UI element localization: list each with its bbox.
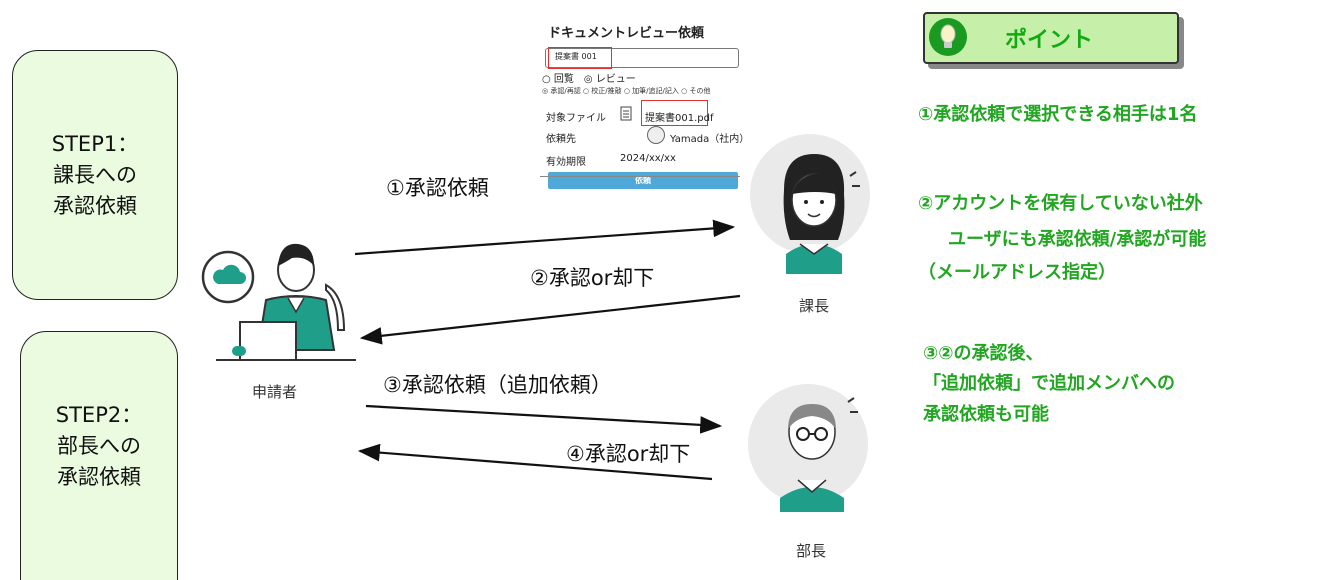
point-item-1: ①承認依頼で選択できる相手は1名 [918, 104, 1198, 125]
target-file-highlight [641, 100, 708, 126]
requestee-avatar [647, 126, 665, 144]
requestee-label: 依頼先 [546, 134, 576, 145]
arrow-request-1 [354, 219, 736, 256]
arrow-label-4: ④承認or却下 [566, 442, 691, 466]
request-type-options[interactable]: ○ 回覧 ◎ レビュー [542, 74, 636, 85]
arrow-response-4 [357, 443, 713, 481]
point-item-2-line1: ②アカウントを保有していない社外 [918, 193, 1203, 214]
department-head-label: 部長 [796, 542, 827, 560]
expiry-value[interactable]: 2024/xx/xx [620, 153, 676, 164]
point-title: ポイント [1005, 28, 1094, 53]
target-file-label: 対象ファイル [546, 113, 606, 124]
point-item-2-line3: （メールアドレス指定） [918, 262, 1116, 283]
applicant-illustration [201, 243, 356, 361]
input-highlight [548, 47, 612, 69]
file-icon [620, 106, 632, 121]
point-item-3-line3: 承認依頼も可能 [923, 404, 1049, 425]
document-name-input[interactable] [545, 48, 739, 68]
target-file-value[interactable]: 提案書001.pdf [645, 113, 714, 124]
arrow-label-3: ③承認依頼（追加依頼） [383, 373, 612, 397]
expiry-label: 有効期限 [546, 157, 586, 168]
review-type-options[interactable]: ◎ 承認/再認 ○ 校正/推敲 ○ 加筆/追記/記入 ○ その他 [542, 87, 711, 95]
document-name-value: 提案書 001 [555, 52, 597, 61]
point-item-3-line1: ③②の承認後、 [923, 343, 1044, 364]
point-header: ポイント [923, 12, 1179, 64]
section-chief-illustration [783, 154, 860, 274]
requestee-value[interactable]: Yamada（社内） [670, 134, 750, 145]
form-divider [540, 176, 740, 177]
point-item-3-line2: 「追加依頼」で追加メンバへの [923, 373, 1175, 394]
section-chief-label: 課長 [799, 297, 830, 315]
step2-line1: STEP2： [55, 402, 143, 427]
step2-line3: 承認依頼 [56, 464, 141, 489]
department-head-illustration [780, 397, 858, 512]
step2-line2: 部長への [56, 433, 141, 458]
arrow-request-3 [365, 404, 723, 434]
arrow-label-2: ②承認or却下 [530, 266, 655, 290]
step1-line3: 承認依頼 [52, 193, 137, 218]
step1-box: STEP1： 課長への 承認依頼 [12, 50, 178, 300]
lightbulb-icon [929, 18, 967, 56]
step1-line2: 課長への [52, 162, 137, 187]
step1-line1: STEP1： [51, 131, 139, 156]
step2-box: STEP2： 部長への 承認依頼 [20, 331, 178, 580]
arrow-response-2 [359, 294, 741, 345]
arrow-label-1: ①承認依頼 [386, 176, 489, 200]
applicant-label: 申請者 [252, 383, 298, 401]
point-item-2-line2: ユーザにも承認依頼/承認が可能 [948, 229, 1207, 250]
form-title: ドキュメントレビュー依頼 [548, 26, 705, 41]
